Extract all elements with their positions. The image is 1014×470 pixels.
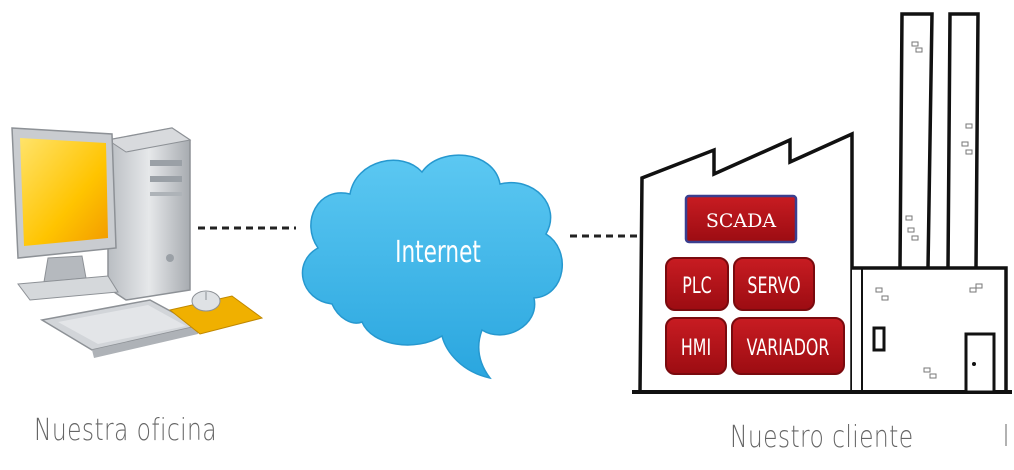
keyboard-icon <box>39 299 201 358</box>
hmi-label: HMI <box>681 334 711 360</box>
scada-label: SCADA <box>706 210 777 232</box>
variador-label: VARIADOR <box>747 334 830 360</box>
monitor-icon <box>11 127 119 301</box>
internet-label: Internet <box>395 236 481 270</box>
plc-module: PLC <box>665 257 729 311</box>
automation-modules: SCADA PLC SERVO HMI VARIADOR <box>665 194 845 375</box>
internet-cloud-icon <box>301 154 563 380</box>
mouse-icon <box>168 290 264 335</box>
scada-module: SCADA <box>684 194 798 244</box>
hmi-module: HMI <box>665 317 727 375</box>
plc-label: PLC <box>682 272 711 298</box>
variador-module: VARIADOR <box>731 317 845 375</box>
client-caption: Nuestro cliente <box>730 420 914 455</box>
chimney-icon <box>898 12 980 269</box>
servo-label: SERVO <box>747 272 800 298</box>
office-caption: Nuestra oficina <box>34 413 217 448</box>
servo-module: SERVO <box>733 257 815 311</box>
desktop-computer-icon <box>11 127 264 358</box>
door-icon <box>964 332 996 394</box>
window-icon <box>872 326 886 352</box>
